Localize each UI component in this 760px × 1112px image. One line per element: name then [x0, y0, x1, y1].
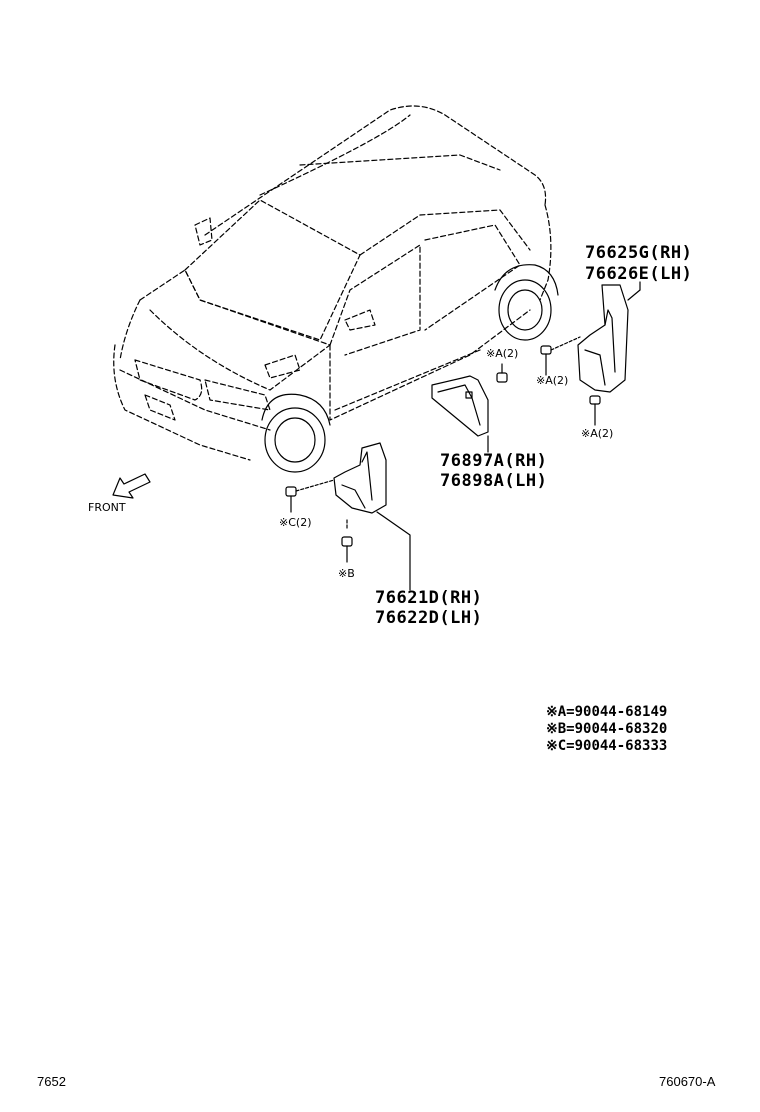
front-mudguard-part [333, 442, 411, 591]
rear-mudguard-rh-label: 76625G(RH) [585, 243, 693, 263]
rear-mudguard-lh-label: 76626E(LH) [585, 264, 693, 284]
seal-lh-label: 76898A(LH) [440, 471, 548, 491]
callout-a-mid: ※A(2) [536, 374, 569, 387]
front-mudguard-lh-label: 76622D(LH) [375, 608, 483, 628]
callout-a-upper: ※A(2) [486, 347, 519, 360]
vehicle-outline [113, 105, 552, 461]
clip-fastener-a-seal [496, 363, 508, 383]
front-mudguard-rh-label: 76621D(RH) [375, 588, 483, 608]
callout-a-lower: ※A(2) [581, 427, 614, 440]
footer-left-code: 7652 [37, 1074, 66, 1089]
seal-part [431, 375, 489, 453]
rear-wheel [494, 264, 559, 341]
rear-mudguard-part [577, 281, 641, 393]
front-arrow-icon [112, 473, 151, 499]
clip-fastener-a-rear [540, 336, 601, 426]
front-label: FRONT [88, 501, 126, 514]
callout-c: ※C(2) [279, 516, 312, 529]
front-wheel [261, 393, 331, 473]
legend-line-b: ※B=90044-68320 [546, 721, 668, 737]
footer-right-code: 760670-A [659, 1074, 716, 1089]
legend-line-a: ※A=90044-68149 [546, 704, 668, 720]
clip-fastener-c [285, 479, 335, 513]
callout-b: ※B [338, 567, 355, 580]
seal-rh-label: 76897A(RH) [440, 451, 548, 471]
clip-fastener-b [341, 517, 353, 563]
legend-line-c: ※C=90044-68333 [546, 738, 668, 754]
